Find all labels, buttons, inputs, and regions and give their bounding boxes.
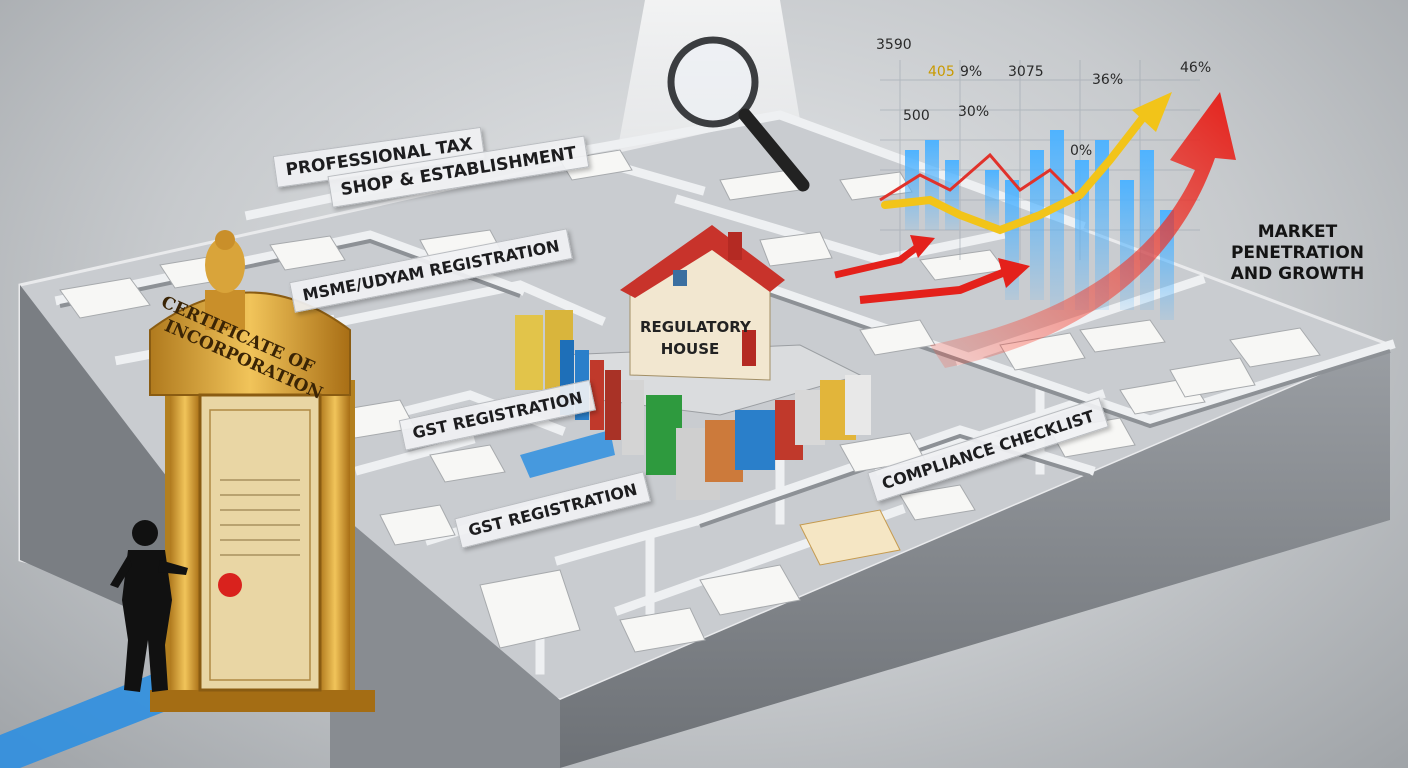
inner-path [520,430,615,478]
chart-figure-3: 9% [960,64,983,80]
growth-label-line2: AND GROWTH [1230,264,1365,284]
chart-figure-8: 30% [958,104,990,120]
certificate-gate [149,230,375,712]
person-silhouette-icon [110,520,188,692]
chart-figure-7: 500 [903,108,930,124]
growth-arrow-icon [930,92,1236,368]
certificate-document [799,509,901,566]
chart-figure-1: 3590 [876,37,912,53]
maze-front-wall [420,345,1390,768]
binders [515,310,871,500]
house-label-line1: REGULATORY [640,318,751,336]
regulatory-platform [515,225,871,500]
growth-label: MARKET PENETRATION AND GROWTH [1190,222,1405,285]
house-label-line2: HOUSE [660,340,720,358]
growth-label-line1: MARKET PENETRATION [1230,222,1365,263]
chart-figure-9: 0% [1070,143,1093,159]
chart-figure-6: 46% [1180,60,1212,76]
maze-front-left-wall [330,505,560,768]
chart-figure-4: 3075 [1008,64,1044,80]
growth-chart [834,60,1200,320]
magnifying-glass-icon [667,36,810,192]
regulatory-house [620,225,785,381]
chart-figure-2: 405 [928,64,955,80]
national-emblem-icon [205,230,245,330]
chart-figure-5: 36% [1092,72,1124,88]
